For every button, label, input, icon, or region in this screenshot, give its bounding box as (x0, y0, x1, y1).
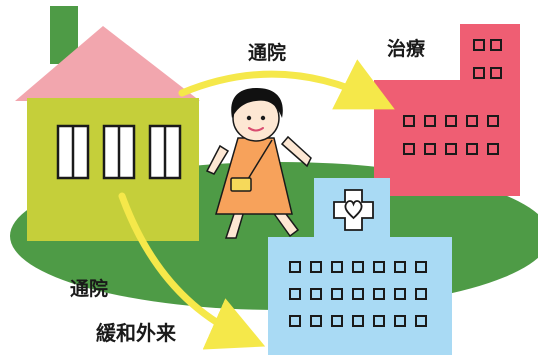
girl-hair (231, 88, 283, 118)
label-palliative-outpatient: 緩和外来 (96, 321, 177, 345)
house-window (102, 124, 136, 180)
girl-arms (205, 135, 312, 175)
label-treatment: 治療 (387, 37, 426, 60)
treatment-building (374, 24, 520, 196)
treatment-building-windows (403, 39, 502, 155)
palliative-building-shape (268, 178, 452, 355)
palliative-building-windows (289, 261, 427, 327)
house-roof (15, 26, 200, 101)
label-visit-top: 通院 (248, 41, 286, 64)
girl-eye-left (246, 115, 252, 121)
arrow-to-treatment (178, 59, 395, 110)
label-visit-bottom: 通院 (70, 277, 108, 300)
palliative-building (268, 178, 452, 355)
girl-bag (230, 177, 252, 192)
home-house (15, 6, 200, 241)
house-windows (56, 124, 182, 180)
girl-character (205, 88, 312, 239)
heart-cross-icon (333, 189, 374, 231)
arrow-to-palliative (118, 192, 266, 350)
girl-eye-right (260, 115, 266, 121)
girl-bag-strap (244, 139, 273, 185)
girl-smile (248, 127, 264, 132)
girl-dress (215, 137, 293, 215)
house-window (56, 124, 90, 180)
house-window (148, 124, 182, 180)
